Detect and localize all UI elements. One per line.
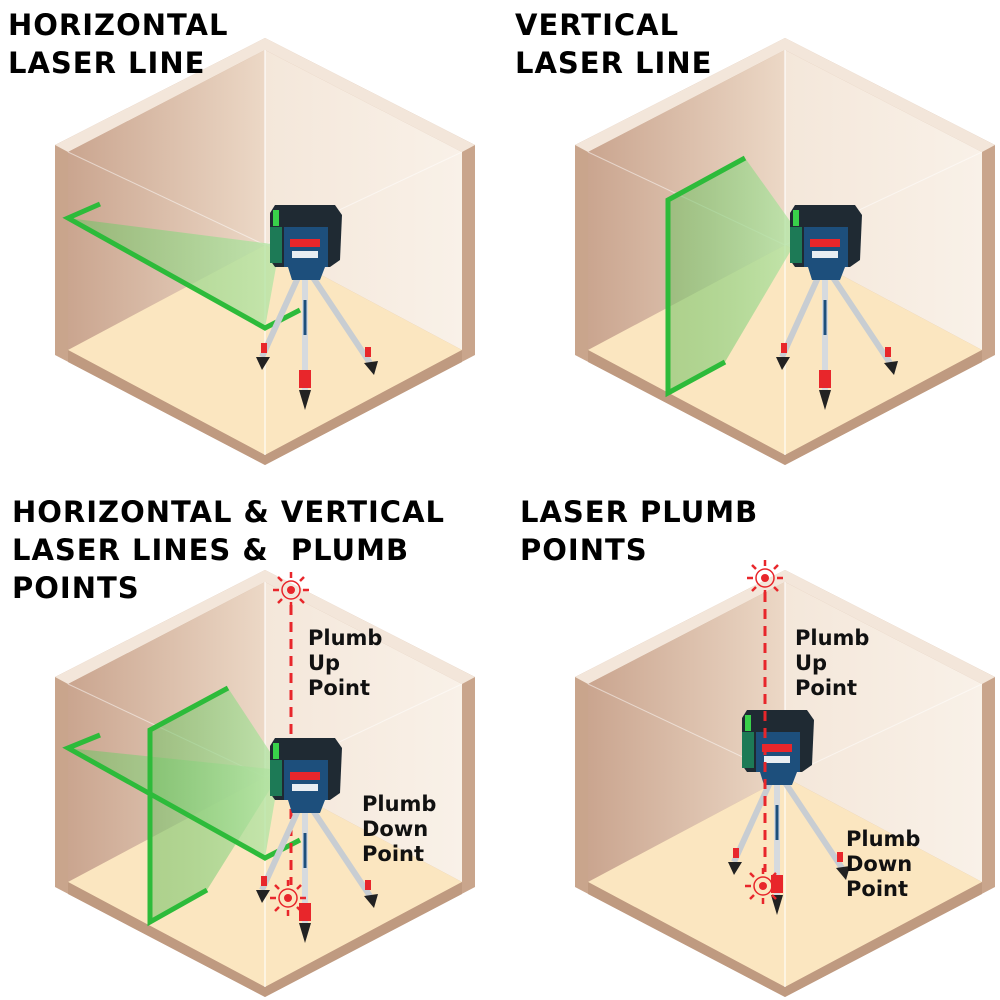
label-line: Plumb: [795, 626, 870, 650]
panel-title-horizontal: HORIZONTAL LASER LINE: [8, 6, 228, 82]
panel-title-combined: HORIZONTAL & VERTICAL LASER LINES & PLUMB…: [12, 493, 445, 607]
panel-title-vertical: VERTICAL LASER LINE: [515, 6, 712, 82]
label-line: Up: [308, 651, 341, 675]
label-line: Down: [846, 852, 913, 876]
title-line: HORIZONTAL & VERTICAL: [12, 495, 445, 529]
title-line: POINTS: [12, 571, 140, 605]
title-line: POINTS: [520, 533, 648, 567]
label-line: Point: [362, 842, 425, 866]
label-line: Down: [362, 817, 429, 841]
plumb-down-point-icon: [743, 866, 783, 906]
title-line: HORIZONTAL: [8, 8, 229, 42]
vertical-laser-line: [147, 685, 230, 927]
vertical-laser-line: [665, 155, 747, 398]
vertical-laser-fan: [150, 688, 282, 922]
title-line: LASER PLUMB: [520, 495, 759, 529]
title-line: LASER LINES & PLUMB: [12, 533, 410, 567]
title-line: LASER LINE: [515, 46, 713, 80]
horizontal-laser-line: [62, 201, 302, 331]
plumb-down-point-icon: [268, 878, 308, 918]
vertical-laser-fan: [668, 158, 800, 393]
label-line: Plumb: [308, 626, 383, 650]
label-line: Up: [795, 651, 828, 675]
label-line: Point: [308, 676, 371, 700]
label-line: Plumb: [362, 792, 437, 816]
label-line: Point: [795, 676, 858, 700]
title-line: LASER LINE: [8, 46, 206, 80]
label-line: Plumb: [846, 827, 921, 851]
panel-title-plumb: LASER PLUMB POINTS: [520, 493, 758, 569]
label-line: Point: [846, 877, 909, 901]
title-line: VERTICAL: [515, 8, 680, 42]
